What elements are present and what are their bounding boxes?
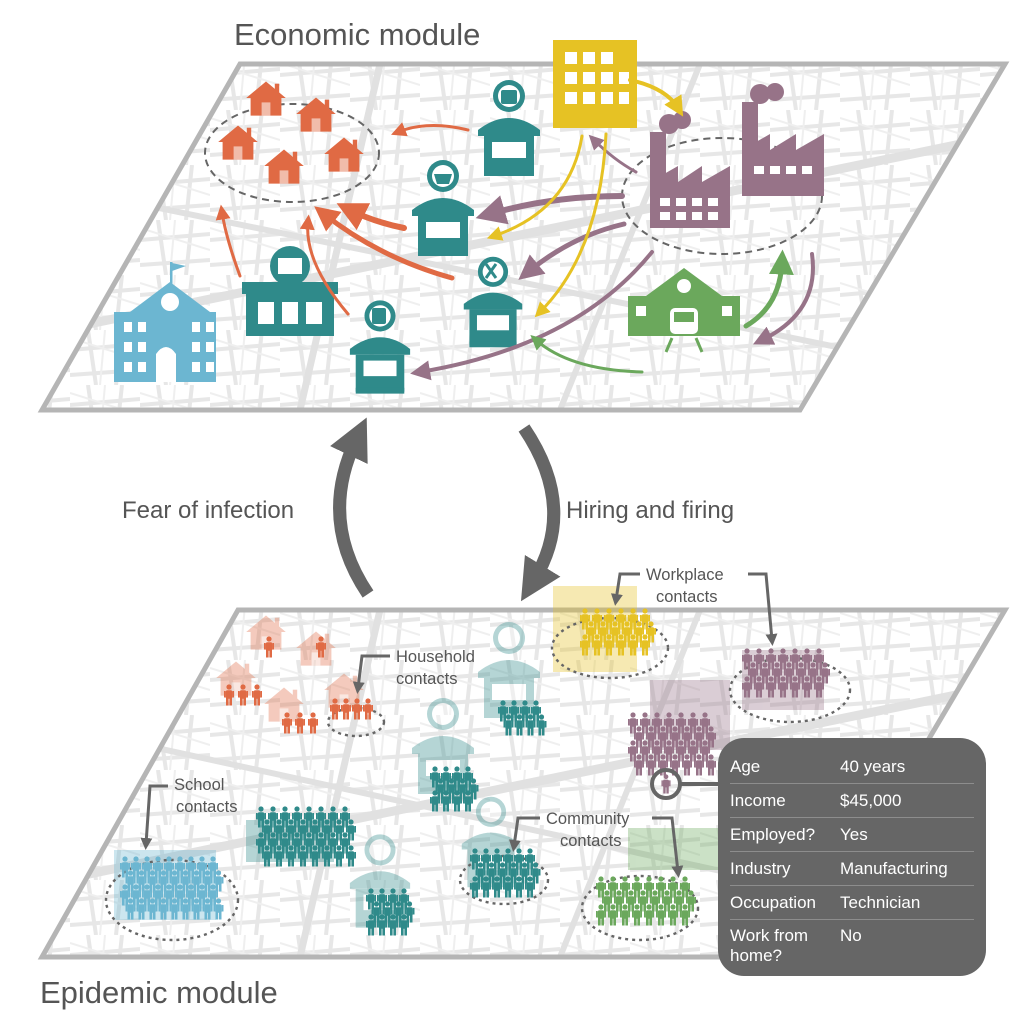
- agent-value: $45,000: [840, 790, 902, 810]
- fear-of-infection-label: Fear of infection: [122, 497, 294, 524]
- workplace-callout-line1: Workplace: [646, 566, 724, 584]
- agent-value: Technician: [840, 892, 921, 912]
- workplace-callout: Workplace contacts: [610, 566, 778, 646]
- agent-key: Age: [730, 756, 761, 776]
- agent-key: Employed?: [730, 824, 816, 844]
- module-link-arrows: [330, 417, 561, 602]
- agent-row-work-from-home: Work from home? No: [730, 920, 974, 966]
- agent-value: No: [840, 926, 862, 945]
- agent-key: Work from home?: [730, 926, 809, 965]
- community-callout-line2: contacts: [560, 832, 621, 850]
- fear-of-infection-arrow: [330, 417, 374, 598]
- hiring-and-firing-label: Hiring and firing: [566, 497, 734, 524]
- economic-module-title: Economic module: [234, 17, 480, 52]
- agent-value: 40 years: [840, 756, 906, 776]
- agent-row-industry: Industry Manufacturing: [730, 852, 974, 886]
- agent-row-occupation: Occupation Technician: [730, 886, 974, 920]
- community-callout: Community contacts: [508, 810, 684, 878]
- agent-row-employed: Employed? Yes: [730, 818, 974, 852]
- household-callout-line1: Household: [396, 648, 475, 666]
- agent-value: Yes: [840, 824, 868, 844]
- agent-value: Manufacturing: [840, 858, 948, 878]
- agent-row-age: Age 40 years: [730, 750, 974, 784]
- agent-key: Income: [730, 790, 786, 810]
- agent-key: Occupation: [730, 892, 816, 912]
- shop-glyphs: [372, 90, 517, 324]
- cinema-icon: [242, 246, 338, 336]
- household-callout: Household contacts: [352, 648, 475, 694]
- hiring-and-firing-arrow: [518, 424, 561, 602]
- household-callout-line2: contacts: [396, 670, 457, 688]
- school-callout-line1: School: [174, 776, 224, 794]
- agent-attributes-card: Age 40 years Income $45,000 Employed? Ye…: [718, 738, 986, 976]
- household-cluster-outline: [204, 103, 380, 203]
- workplace-callout-line2: contacts: [656, 588, 717, 606]
- agent-row-income: Income $45,000: [730, 784, 974, 818]
- office-building-icon: [553, 40, 637, 128]
- epidemic-module-title: Epidemic module: [40, 975, 278, 1010]
- factory-icon: [650, 83, 824, 228]
- school-callout-line2: contacts: [176, 798, 237, 816]
- school-callout: School contacts: [140, 776, 237, 850]
- economic-flow-arrows: [215, 78, 815, 381]
- community-callout-line1: Community: [546, 810, 630, 828]
- agent-key: Industry: [730, 858, 791, 878]
- train-station-icon: [628, 268, 740, 353]
- school-icon: [114, 262, 216, 382]
